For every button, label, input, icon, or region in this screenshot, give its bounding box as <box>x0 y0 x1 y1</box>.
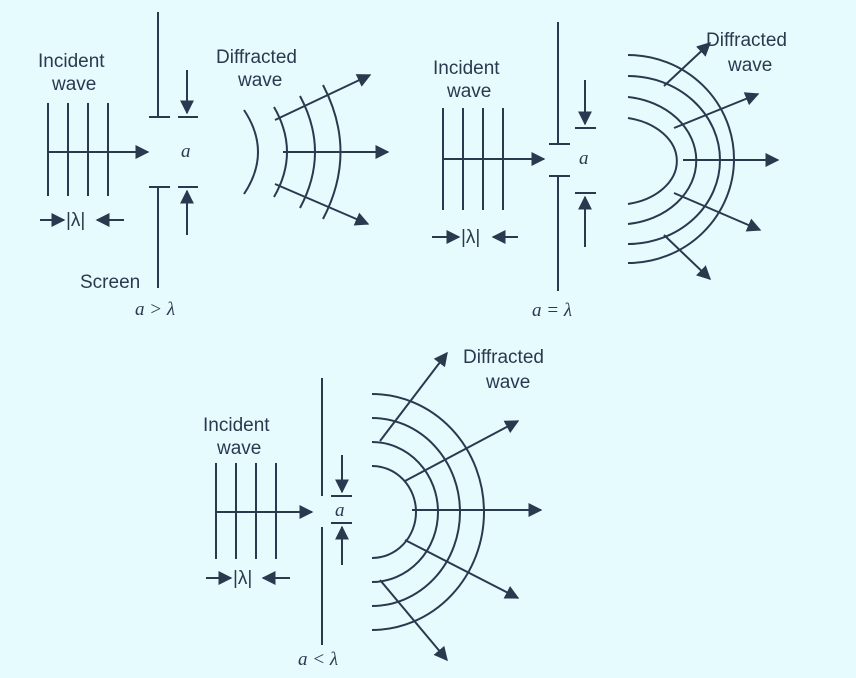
gap-width-marker <box>575 80 596 247</box>
gap-label: a <box>181 141 191 162</box>
gap-label: a <box>335 500 345 521</box>
incident-wavefronts <box>47 103 109 196</box>
panel-wide-slit: Incident wave |λ| a S <box>38 12 390 320</box>
gap-width-marker <box>178 70 198 235</box>
diffracted-arrows <box>274 74 390 226</box>
wavelength-label: |λ| <box>461 227 480 248</box>
screen-barrier <box>549 22 570 291</box>
wavelength-label: |λ| <box>66 210 85 231</box>
panel-narrow-slit: Incident wave |λ| a a < λ Diffracted wav… <box>203 347 544 670</box>
condition-label: a < λ <box>298 649 338 670</box>
diffracted-wavefronts <box>371 393 485 631</box>
diffracted-arrows <box>663 42 780 280</box>
condition-label: a > λ <box>135 299 175 320</box>
gap-label: a <box>579 148 589 169</box>
panel-equal-slit: Incident wave |λ| a a = λ Diffracted <box>432 22 787 321</box>
wavelength-label: |λ| <box>233 568 252 589</box>
diffracted-wave-label-line2: wave <box>237 70 282 91</box>
gap-width-marker <box>331 455 352 565</box>
incident-wave-label-line2: wave <box>446 81 491 102</box>
diffracted-wave-label-line2: wave <box>485 372 530 393</box>
incident-wave-label: Incident <box>203 415 270 436</box>
incident-wave-label-line2: wave <box>51 74 96 95</box>
diffracted-wave-label: Diffracted <box>463 347 544 368</box>
diffracted-wave-label-line2: wave <box>727 55 772 76</box>
screen-label: Screen <box>80 272 140 293</box>
incident-wave-label-line2: wave <box>216 438 261 459</box>
condition-label: a = λ <box>532 300 572 321</box>
incident-wave-label: Incident <box>433 58 500 79</box>
incident-wave-label: Incident <box>38 51 105 72</box>
diffracted-wave-label: Diffracted <box>216 47 297 68</box>
diffracted-arrows <box>379 351 543 662</box>
screen-barrier <box>149 12 170 288</box>
diffracted-wave-label: Diffracted <box>706 30 787 51</box>
